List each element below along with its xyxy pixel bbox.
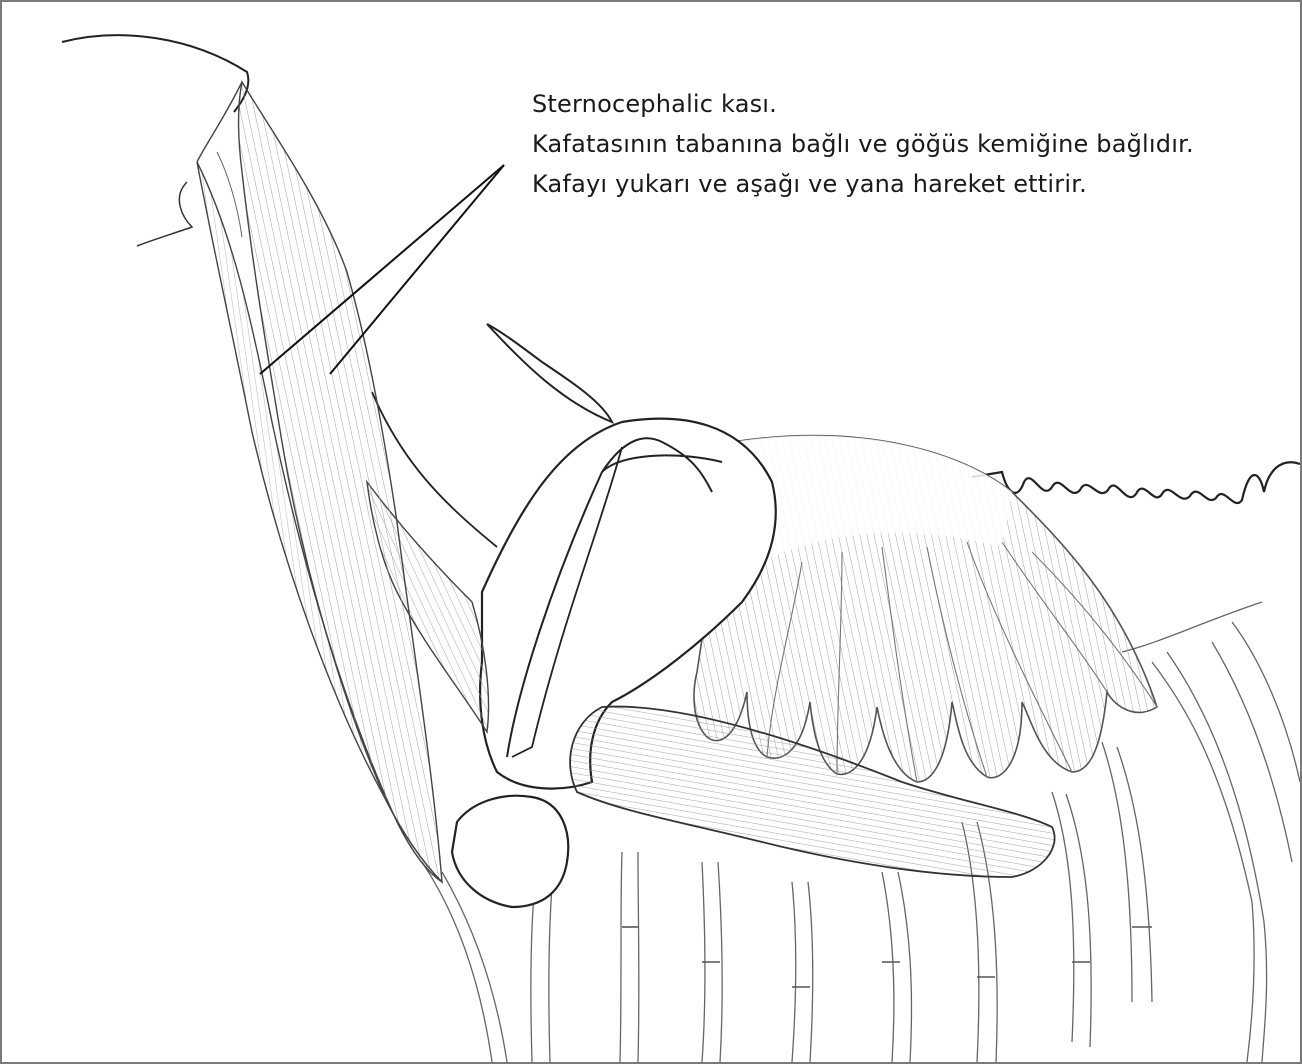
spinous-processes: [972, 462, 1300, 503]
costal-cartilage-marks: [622, 927, 1152, 987]
head-outline: [62, 35, 248, 112]
callout-caption: Sternocephalic kası. Kafatasının tabanın…: [532, 84, 1292, 204]
jaw-outline: [137, 182, 192, 246]
scapular-cartilage: [487, 324, 612, 422]
caption-title: Sternocephalic kası.: [532, 84, 1292, 124]
humerus-head: [452, 796, 568, 907]
caption-line-function: Kafayı yukarı ve aşağı ve yana hareket e…: [532, 164, 1292, 204]
caption-line-attachment: Kafatasının tabanına bağlı ve göğüs kemi…: [532, 124, 1292, 164]
